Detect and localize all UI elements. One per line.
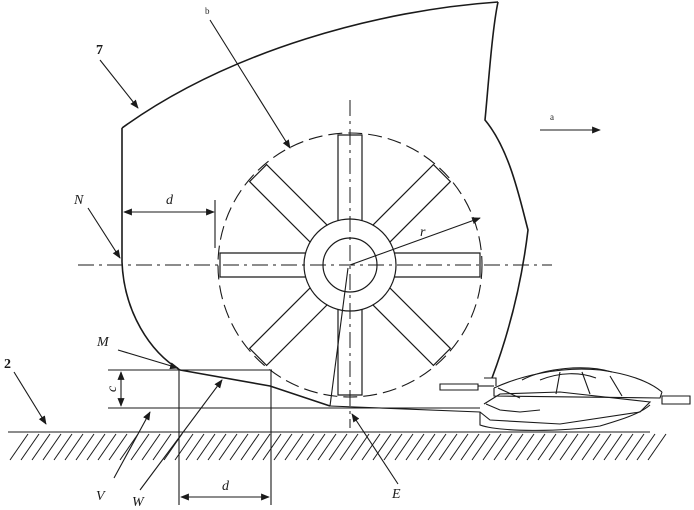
hatch-line (218, 433, 238, 461)
hatch-line (273, 433, 293, 461)
hatch-line (504, 433, 524, 461)
hatch-line (229, 433, 249, 461)
hatch-line (394, 433, 414, 461)
hatch-line (53, 433, 73, 461)
hatch-line (31, 433, 51, 461)
hatch-line (647, 433, 667, 461)
hatch-line (20, 433, 40, 461)
hatch-line (515, 433, 535, 461)
cutter-assembly (329, 367, 691, 431)
hub-to-e-line (329, 267, 349, 407)
hatch-line (471, 433, 491, 461)
hatch-line (64, 433, 84, 461)
hatch-line (295, 433, 315, 461)
hatch-line (460, 433, 480, 461)
lower-dimensions: c d (105, 369, 480, 505)
hatch-line (383, 433, 403, 461)
hatch-line (9, 433, 29, 461)
hatch-line (119, 433, 139, 461)
hatch-line (482, 433, 502, 461)
hatch-line (581, 433, 601, 461)
hatch-line (548, 433, 568, 461)
centre-lines (78, 100, 552, 428)
hatch-line (196, 433, 216, 461)
hatch-line (284, 433, 304, 461)
part-7-label: 7 (96, 43, 103, 58)
ground-hatching (9, 433, 667, 461)
hatch-line (86, 433, 106, 461)
hatch-line (625, 433, 645, 461)
hatch-line (262, 433, 282, 461)
M-label: M (96, 335, 110, 350)
a-label: a (550, 112, 554, 122)
hatch-line (493, 433, 513, 461)
hatch-line (570, 433, 590, 461)
part-2-label: 2 (4, 357, 11, 372)
hatch-line (559, 433, 579, 461)
hatch-line (449, 433, 469, 461)
d-top-label: d (166, 193, 174, 208)
hatch-line (306, 433, 326, 461)
b-label: b (205, 6, 210, 16)
hatch-line (372, 433, 392, 461)
hatch-line (526, 433, 546, 461)
hatch-line (427, 433, 447, 461)
hatch-line (405, 433, 425, 461)
hatch-line (361, 433, 381, 461)
hatch-line (438, 433, 458, 461)
hatch-line (251, 433, 271, 461)
hatch-line (614, 433, 634, 461)
hatch-line (240, 433, 260, 461)
hatch-line (141, 433, 161, 461)
hatch-line (97, 433, 117, 461)
hatch-line (537, 433, 557, 461)
hatch-line (339, 433, 359, 461)
hatch-line (75, 433, 95, 461)
d-bottom-label: d (222, 479, 230, 494)
hatch-line (174, 433, 194, 461)
hatch-line (350, 433, 370, 461)
top-d-dimension: d (123, 193, 216, 248)
r-label: r (420, 225, 426, 240)
hatch-line (592, 433, 612, 461)
hatch-line (42, 433, 62, 461)
V-label: V (96, 489, 106, 504)
hatch-line (152, 433, 172, 461)
N-label: N (73, 193, 84, 208)
ground (8, 431, 667, 461)
radius-dimension: r (349, 217, 481, 266)
hatch-line (185, 433, 205, 461)
hatch-line (207, 433, 227, 461)
E-label: E (391, 487, 401, 502)
leader-lines (13, 19, 601, 491)
hatch-line (317, 433, 337, 461)
hatch-line (328, 433, 348, 461)
hatch-line (108, 433, 128, 461)
labels: 7 2 b a N M V W E (4, 6, 554, 510)
hatch-line (130, 433, 150, 461)
hatch-line (416, 433, 436, 461)
hatch-line (636, 433, 656, 461)
W-label: W (132, 495, 145, 510)
housing-outline (121, 1, 529, 407)
hatch-line (603, 433, 623, 461)
c-label: c (105, 385, 120, 392)
